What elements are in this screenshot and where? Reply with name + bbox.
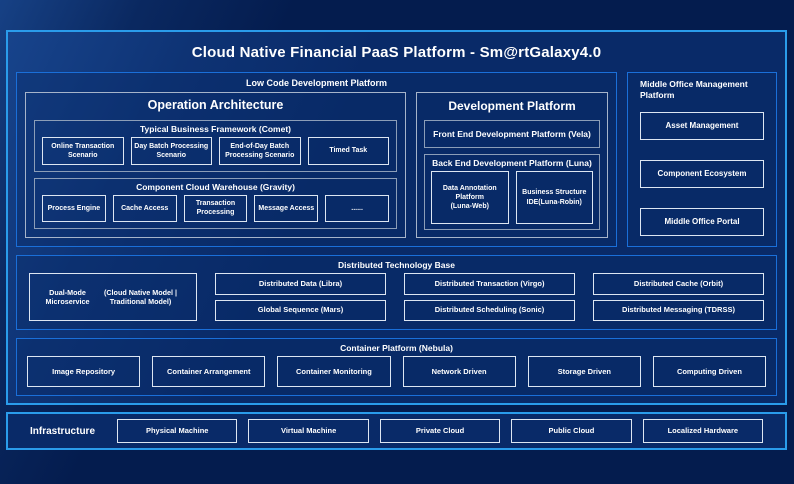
low-code-development-platform: Low Code Development Platform Operation … [16,72,617,247]
diagram-content: Low Code Development Platform Operation … [16,72,777,396]
platform-diagram-frame: Cloud Native Financial PaaS Platform - S… [6,30,787,405]
middle-office-management-platform: Middle Office Management Platform Asset … [627,72,777,247]
operation-architecture: Operation Architecture Typical Business … [25,92,406,238]
data-annotation-platform-name: Data Annotation Platform [442,184,497,201]
operation-architecture-title: Operation Architecture [147,98,284,112]
business-structure-code: IDE(Luna-Robin) [526,198,582,206]
development-platform-title: Development Platform [448,99,576,113]
box-distributed-scheduling-sonic: Distributed Scheduling (Sonic) [404,299,575,321]
back-end-items: Data Annotation Platform (Luna-Web) Busi… [425,171,599,229]
box-process-engine: Process Engine [42,194,106,222]
box-container-monitoring: Container Monitoring [277,356,391,387]
container-platform-title: Container Platform (Nebula) [340,343,453,353]
low-code-title: Low Code Development Platform [245,78,388,88]
box-cache-access: Cache Access [112,194,177,222]
box-ellipsis-placeholder: ...... [325,194,389,222]
comet-items: Online Transaction Scenario Day Batch Pr… [35,137,396,171]
box-image-repository: Image Repository [27,356,141,387]
box-timed-task: Timed Task [307,137,389,165]
box-container-arrangement: Container Arrangement [152,356,266,387]
box-front-end-development-platform-vela: Front End Development Platform (Vela) [424,120,600,148]
gravity-title: Component Cloud Warehouse (Gravity) [136,181,295,192]
comet-title: Typical Business Framework (Comet) [140,124,291,134]
box-private-cloud: Private Cloud [379,419,501,443]
distributed-col-2: Distributed Transaction (Virgo) Distribu… [404,273,575,321]
gravity-items: Process Engine Cache Access Transaction … [35,194,396,229]
distributed-technology-base: Distributed Technology Base Dual-Mode Mi… [16,255,777,330]
middle-office-title: Middle Office Management Platform [640,79,748,101]
box-physical-machine: Physical Machine [117,419,238,443]
dual-mode-line1: Dual-Mode Microservice [45,287,90,306]
box-public-cloud: Public Cloud [511,419,632,443]
box-virtual-machine: Virtual Machine [248,419,369,443]
box-data-annotation-platform: Data Annotation Platform (Luna-Web) [431,171,509,224]
data-annotation-platform-code: (Luna-Web) [450,203,489,211]
box-distributed-cache-orbit: Distributed Cache (Orbit) [593,273,764,295]
box-end-of-day-batch-processing-scenario: End-of-Day Batch Processing Scenario [219,137,301,165]
box-middle-office-portal: Middle Office Portal [640,208,764,236]
infrastructure-section: Infrastructure Physical Machine Virtual … [6,412,787,450]
box-distributed-data-libra: Distributed Data (Libra) [215,273,386,295]
box-component-ecosystem: Component Ecosystem [640,159,764,188]
box-asset-management: Asset Management [640,111,764,140]
box-distributed-transaction-virgo: Distributed Transaction (Virgo) [404,273,575,295]
box-message-access: Message Access [254,194,319,222]
box-storage-driven: Storage Driven [527,356,641,387]
box-localized-hardware: Localized Hardware [642,419,764,443]
box-global-sequence-mars: Global Sequence (Mars) [215,299,386,321]
container-platform-nebula: Container Platform (Nebula) Image Reposi… [16,338,777,396]
component-cloud-warehouse-gravity: Component Cloud Warehouse (Gravity) Proc… [34,177,397,229]
back-end-title: Back End Development Platform (Luna) [432,158,592,168]
box-business-structure-ide: Business Structure IDE(Luna-Robin) [515,171,593,224]
distributed-title: Distributed Technology Base [338,260,455,270]
box-network-driven: Network Driven [402,356,516,387]
top-row: Low Code Development Platform Operation … [16,72,777,247]
business-structure-name: Business Structure [522,189,587,197]
box-day-batch-processing-scenario: Day Batch Processing Scenario [130,137,212,165]
box-online-transaction-scenario: Online Transaction Scenario [42,137,124,165]
box-distributed-messaging-tdrss: Distributed Messaging (TDRSS) [593,299,764,321]
development-platform: Development Platform Front End Developme… [416,92,608,238]
distributed-col-1: Distributed Data (Libra) Global Sequence… [215,273,386,321]
box-transaction-processing: Transaction Processing [183,194,248,222]
back-end-development-platform-luna: Back End Development Platform (Luna) Dat… [424,154,600,230]
typical-business-framework-comet: Typical Business Framework (Comet) Onlin… [34,120,397,172]
box-dual-mode-microservice: Dual-Mode Microservice (Cloud Native Mod… [29,273,197,321]
dual-mode-line2: (Cloud Native Model | Traditional Model) [103,287,178,306]
middle-office-items: Asset Management Component Ecosystem Mid… [640,102,764,236]
box-computing-driven: Computing Driven [652,356,767,387]
distributed-body: Dual-Mode Microservice (Cloud Native Mod… [29,273,764,321]
page-title: Cloud Native Financial PaaS Platform - S… [191,43,602,61]
infrastructure-label: Infrastructure [30,425,96,437]
low-code-body: Operation Architecture Typical Business … [25,92,608,238]
container-platform-items: Image Repository Container Arrangement C… [27,356,767,387]
distributed-col-3: Distributed Cache (Orbit) Distributed Me… [593,273,764,321]
